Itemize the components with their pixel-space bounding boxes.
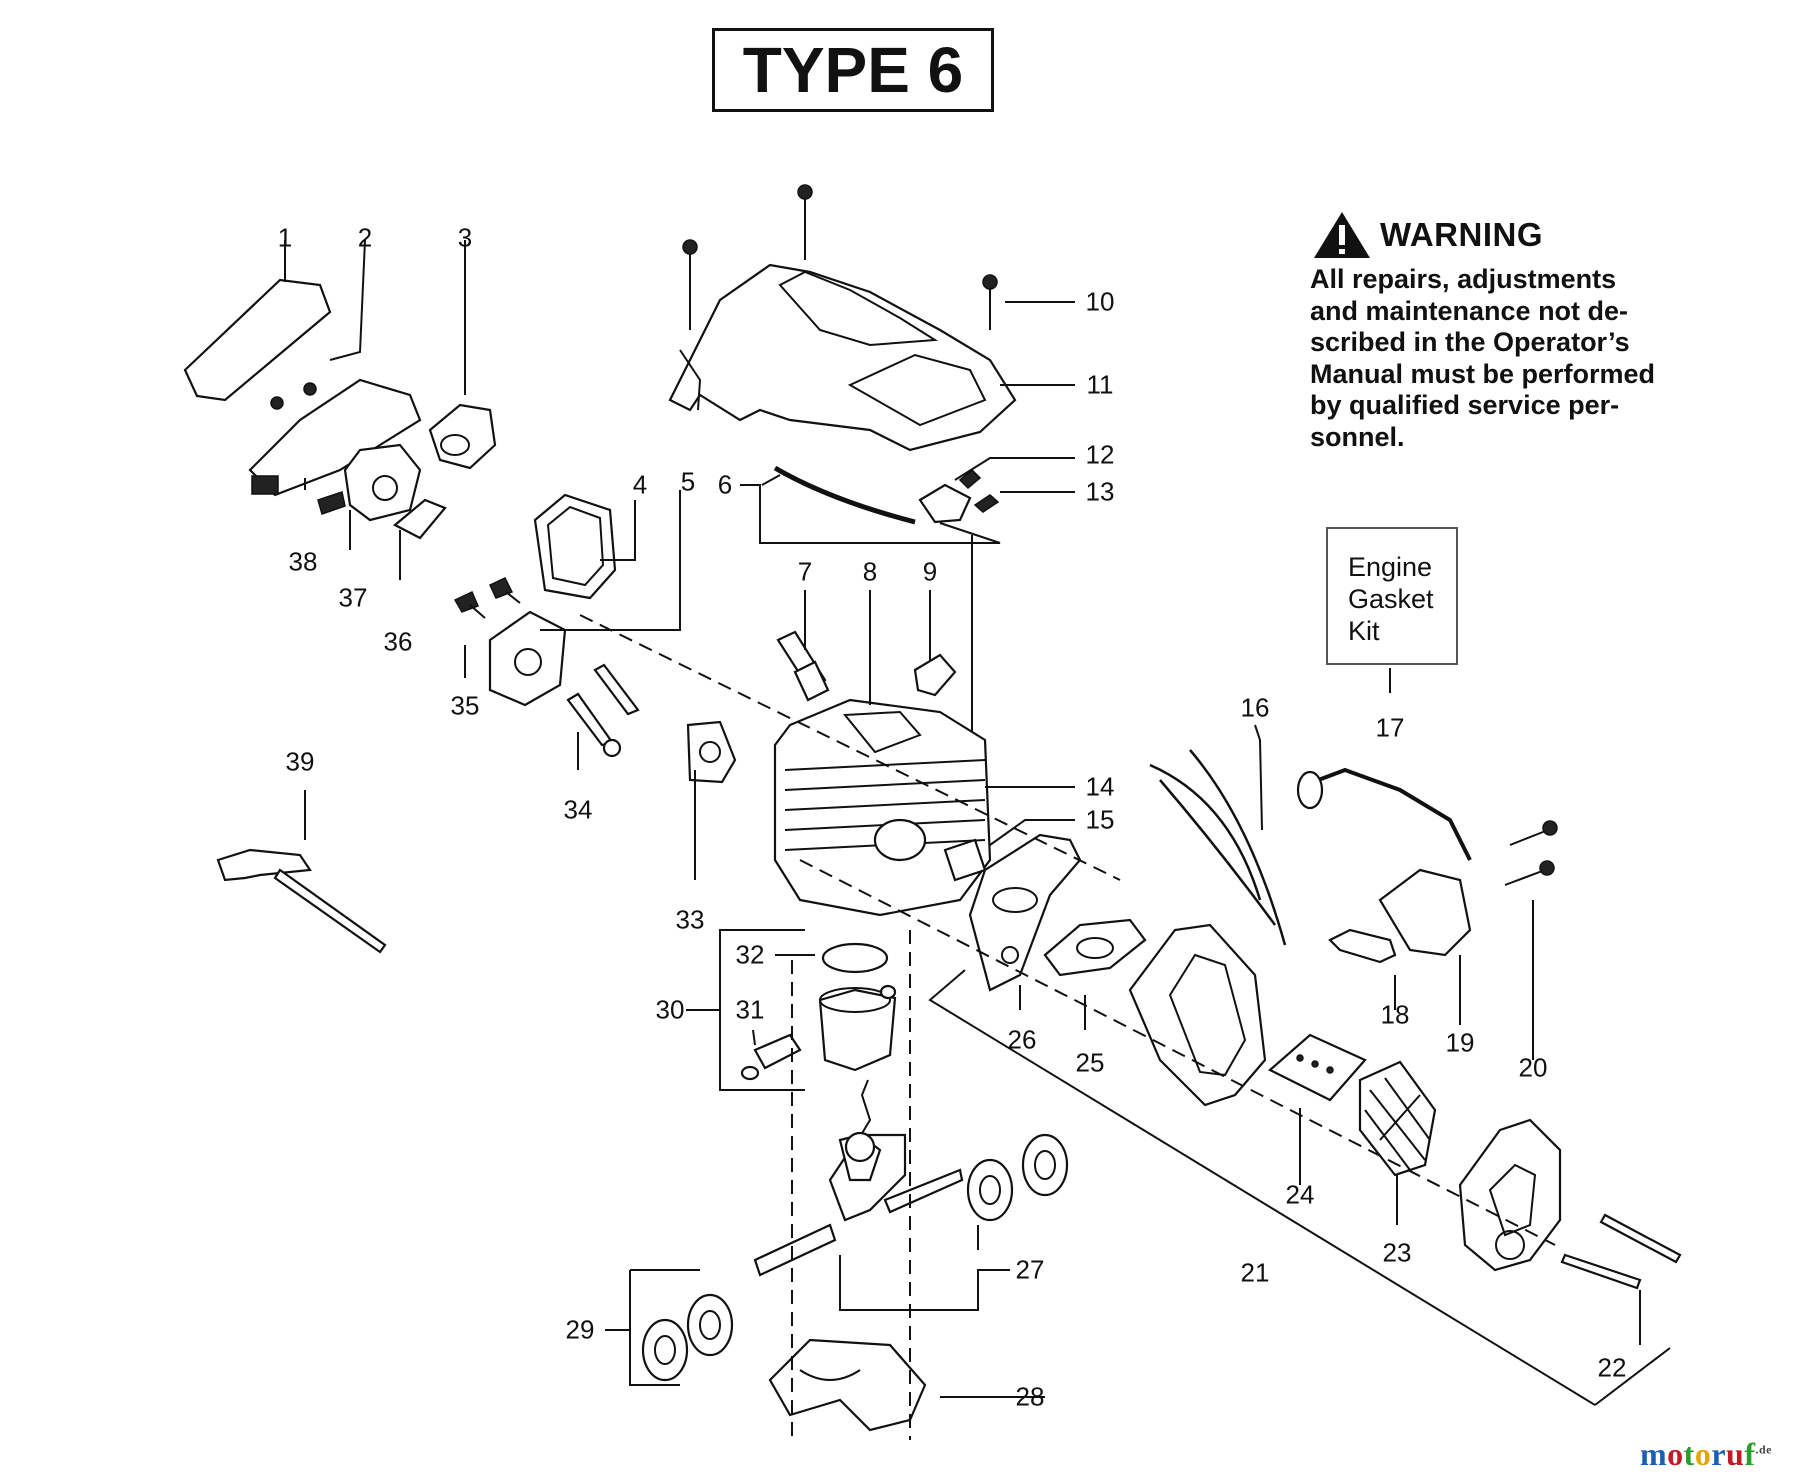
part-32-shape bbox=[821, 942, 889, 974]
part-19-shape bbox=[1378, 868, 1472, 957]
part-18-shape bbox=[1328, 928, 1397, 964]
part-16-shape bbox=[1149, 749, 1287, 946]
part-38-shape bbox=[248, 378, 422, 497]
kit-line: Engine bbox=[1348, 552, 1433, 582]
part-37-shape bbox=[343, 443, 422, 522]
part-27-bearing-b bbox=[1021, 1133, 1069, 1197]
callout-part-14: 14 bbox=[1085, 771, 1115, 802]
callout-part-2: 2 bbox=[357, 222, 373, 253]
part-36-shape bbox=[393, 498, 447, 540]
callout-part-10: 10 bbox=[1085, 286, 1115, 317]
callout-part-24: 24 bbox=[1285, 1179, 1315, 1210]
callout-part-21: 21 bbox=[1240, 1257, 1270, 1288]
callout-part-9: 9 bbox=[922, 556, 938, 587]
part-20-screw bbox=[1504, 829, 1549, 886]
callout-part-7: 7 bbox=[797, 556, 813, 587]
callout-part-8: 8 bbox=[862, 556, 878, 587]
callout-part-27: 27 bbox=[1015, 1254, 1045, 1285]
watermark: motoruf.de bbox=[1640, 1436, 1772, 1473]
part-23-shape bbox=[1358, 1060, 1437, 1177]
kit-line: Kit bbox=[1348, 616, 1380, 646]
warning-heading: WARNING bbox=[1380, 216, 1543, 253]
part-25-shape bbox=[1043, 918, 1147, 977]
warning-icon-spacer bbox=[1310, 212, 1368, 258]
callout-part-30: 30 bbox=[655, 994, 685, 1025]
warning-line: All repairs, adjustments bbox=[1310, 264, 1617, 294]
callout-part-26: 26 bbox=[1007, 1024, 1037, 1055]
part-8-shape bbox=[773, 698, 992, 917]
watermark-text: motoruf bbox=[1640, 1436, 1755, 1472]
warning-line: sonnel. bbox=[1310, 421, 1405, 452]
callout-part-5: 5 bbox=[680, 466, 696, 497]
callout-part-20: 20 bbox=[1518, 1052, 1548, 1083]
callout-part-18: 18 bbox=[1380, 999, 1410, 1030]
warning-line: Manual must be performed bbox=[1310, 358, 1656, 389]
watermark-letter: m bbox=[1640, 1436, 1668, 1472]
watermark-letter: u bbox=[1726, 1436, 1745, 1472]
callout-part-23: 23 bbox=[1382, 1237, 1412, 1268]
watermark-letter: o bbox=[1667, 1436, 1684, 1472]
callout-part-35: 35 bbox=[450, 690, 480, 721]
callout-part-15: 15 bbox=[1085, 804, 1115, 835]
warning-triangle-icon bbox=[1314, 212, 1370, 258]
callout-part-1: 1 bbox=[277, 222, 293, 253]
part-11-shape bbox=[668, 263, 1017, 452]
part-13-shape bbox=[973, 494, 1000, 513]
part-9-shape bbox=[913, 653, 957, 697]
callout-part-13: 13 bbox=[1085, 476, 1115, 507]
callout-part-11: 11 bbox=[1086, 369, 1114, 400]
part-33-shape bbox=[686, 720, 737, 784]
part-31-shape bbox=[818, 988, 897, 1072]
kit-line: Gasket bbox=[1348, 584, 1434, 614]
part-21-shape bbox=[1128, 923, 1267, 1107]
callout-part-17: 17 bbox=[1375, 712, 1405, 743]
callout-part-38: 38 bbox=[288, 546, 318, 577]
watermark-suffix: .de bbox=[1755, 1442, 1772, 1457]
warning-text: All repairs, adjustments and maintenance… bbox=[1310, 264, 1678, 453]
warning-line: by qualified service per- bbox=[1310, 390, 1620, 420]
callout-part-12: 12 bbox=[1085, 439, 1115, 470]
callout-part-31: 31 bbox=[735, 994, 765, 1025]
part-39-shape bbox=[216, 848, 312, 882]
watermark-letter: o bbox=[1694, 1436, 1712, 1472]
watermark-letter: f bbox=[1744, 1436, 1756, 1472]
callout-part-28: 28 bbox=[1015, 1381, 1045, 1412]
callout-part-25: 25 bbox=[1075, 1047, 1105, 1078]
part-38-tab bbox=[251, 475, 279, 495]
callout-part-34: 34 bbox=[563, 794, 593, 825]
watermark-letter: r bbox=[1711, 1436, 1727, 1472]
diagram-title: TYPE 6 bbox=[712, 28, 994, 112]
callout-part-33: 33 bbox=[675, 904, 705, 935]
callout-part-4: 4 bbox=[632, 469, 648, 500]
callout-part-6: 6 bbox=[717, 469, 733, 500]
part-24-shape bbox=[1268, 1033, 1367, 1102]
part-22-shape bbox=[1458, 1118, 1562, 1272]
part-34-bolt bbox=[566, 692, 614, 747]
part-28-shape bbox=[768, 1338, 927, 1432]
callout-part-36: 36 bbox=[383, 626, 413, 657]
callout-part-37: 37 bbox=[338, 582, 368, 613]
callout-part-16: 16 bbox=[1240, 692, 1270, 723]
callout-part-19: 19 bbox=[1445, 1027, 1475, 1058]
callout-part-22: 22 bbox=[1597, 1352, 1627, 1383]
part-4-shape bbox=[533, 493, 617, 600]
engine-gasket-kit-label: Engine Gasket Kit bbox=[1326, 527, 1458, 665]
callout-part-32: 32 bbox=[735, 939, 765, 970]
part-1-shape bbox=[183, 278, 332, 402]
part-29-bearing-a bbox=[641, 1318, 689, 1382]
warning-line: and maintenance not de- bbox=[1310, 295, 1629, 326]
part-12-shape bbox=[918, 483, 972, 524]
callout-part-39: 39 bbox=[285, 746, 315, 777]
callout-part-29: 29 bbox=[565, 1314, 595, 1345]
part-29-bearing-b bbox=[686, 1293, 734, 1357]
warning-line: scribed in the Operator’s bbox=[1310, 327, 1630, 357]
warning-notice: WARNING All repairs, adjustments and mai… bbox=[1310, 212, 1678, 453]
part-6-shape bbox=[773, 465, 916, 525]
watermark-letter: t bbox=[1683, 1436, 1695, 1472]
callout-part-3: 3 bbox=[457, 222, 473, 253]
part-27-bearing-a bbox=[966, 1158, 1014, 1222]
part-5-shape bbox=[488, 610, 567, 707]
